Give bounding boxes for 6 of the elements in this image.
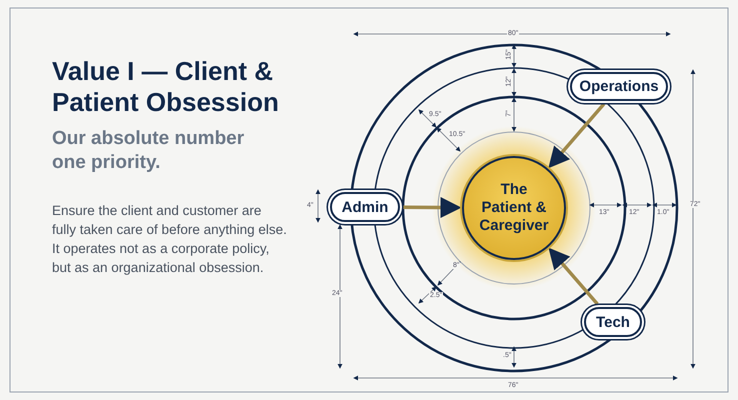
- title: Value I — Client & Patient Obsession: [52, 56, 280, 118]
- subtitle: Our absolute number one priority.: [52, 127, 246, 174]
- body-text: Ensure the client and customer are fully taken care of before anything else. It operates not as a corporate policy, but as an organizational obsession.: [52, 202, 287, 277]
- arrow: [548, 102, 606, 168]
- arrow: [402, 197, 462, 218]
- arrow: [548, 248, 599, 306]
